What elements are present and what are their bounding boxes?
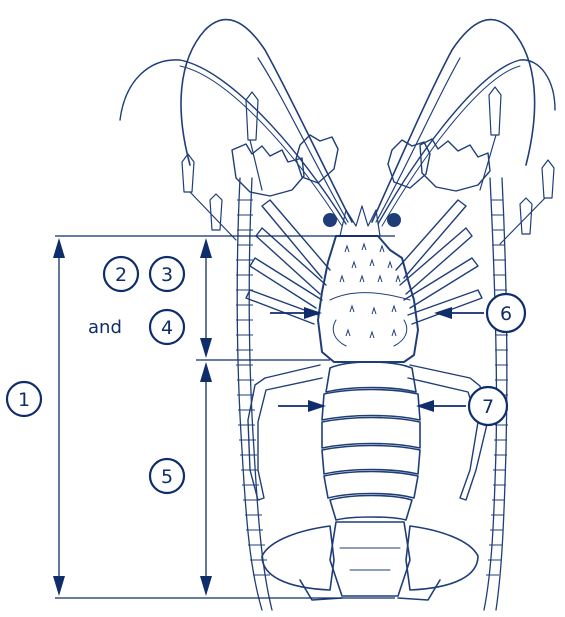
callout-3: 3 [150,257,184,291]
callout-5-label: 5 [161,466,173,488]
connector-word: and [88,317,122,338]
left-walking-legs [246,200,330,500]
callout-6-label: 6 [500,303,512,325]
callout-2-label: 2 [115,264,127,286]
abdomen [322,362,420,520]
left-antenna-segments [236,200,270,575]
carapace-spines [340,244,400,338]
callout-4: 4 [150,310,184,344]
eyes [323,213,401,227]
callout-2: 2 [104,257,138,291]
callout-1-label: 1 [18,389,30,411]
dimension-total-length [53,238,65,596]
carapace [318,206,418,362]
callout-4-label: 4 [161,317,173,339]
callout-7: 7 [469,387,507,425]
right-walking-legs [396,200,488,500]
dimension-carapace-length [200,238,212,358]
tail-width-arrows [278,400,466,412]
antennal-bases [232,135,490,196]
callout-3-label: 3 [161,264,173,286]
callout-5: 5 [150,459,184,493]
callout-6: 6 [487,294,525,332]
dimension-tail-length [200,362,212,596]
callout-1: 1 [7,382,41,416]
tail-fan [262,522,478,600]
callout-7-label: 7 [482,396,494,418]
